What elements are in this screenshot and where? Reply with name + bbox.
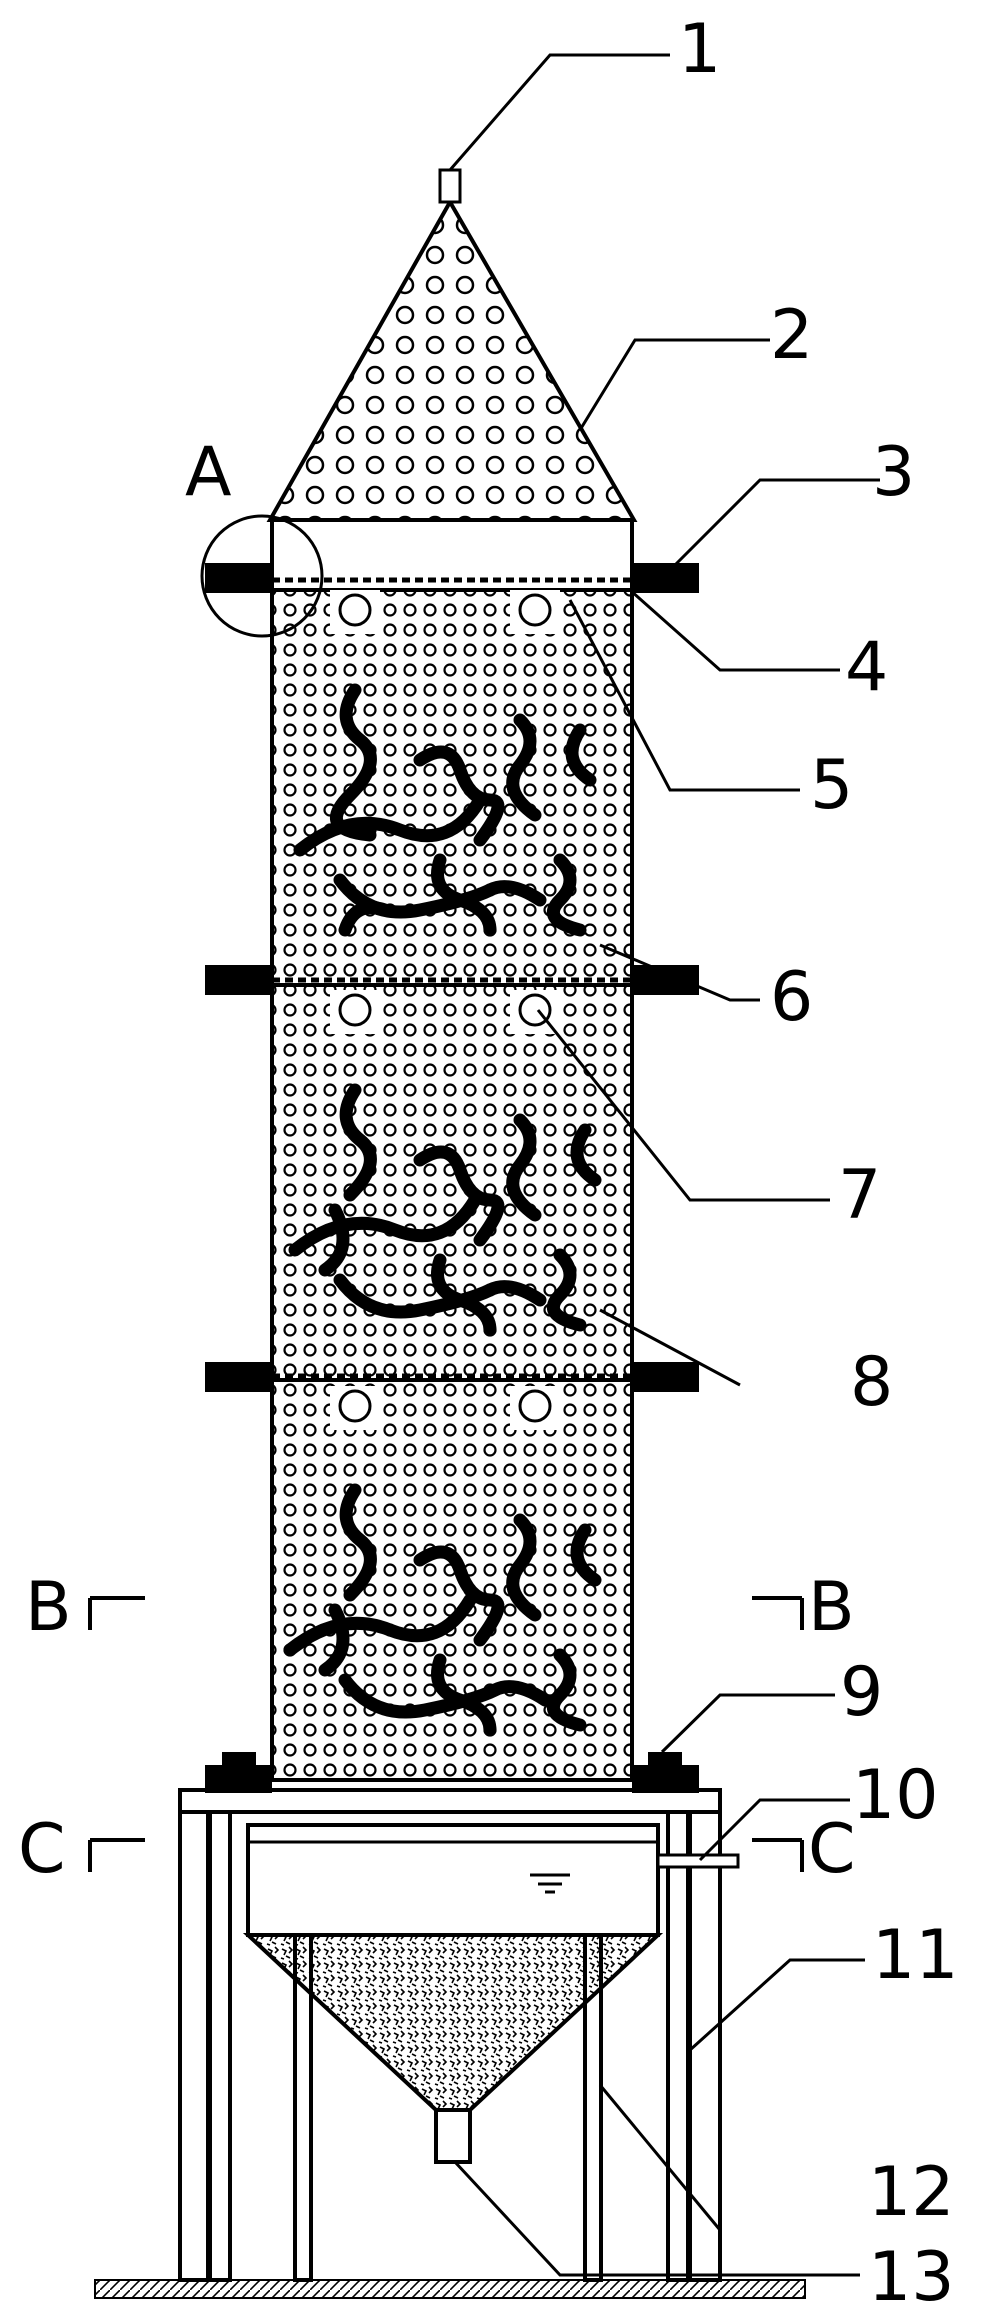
earthworms: [283, 683, 602, 1737]
tier-1: [270, 588, 634, 987]
worms-tier-1: [293, 683, 597, 937]
flanges: [205, 563, 699, 1392]
label-6: 6: [770, 958, 813, 1037]
worms-tier-2: [288, 1083, 602, 1337]
collection-tank: [242, 1823, 740, 2164]
leader-lines: [448, 53, 880, 2277]
conical-top: [266, 197, 638, 522]
worms-tier-3: [283, 1483, 602, 1737]
detail-circle-a: [200, 514, 324, 638]
label-12: 12: [868, 2153, 955, 2232]
label-7: 7: [838, 1156, 881, 1235]
base-bolts: [205, 1752, 699, 1793]
label-section-c-right: C: [808, 1810, 855, 1889]
label-8: 8: [850, 1343, 893, 1422]
label-4: 4: [845, 628, 888, 707]
support-frame: [178, 1788, 722, 2282]
label-detail-a: A: [185, 433, 232, 512]
ground: [94, 2279, 806, 2299]
label-3: 3: [872, 433, 915, 512]
callout-labels: 1 2 3 4 5 6 7 8 9 10 11 12 13 A B B C C: [18, 10, 959, 2313]
label-13: 13: [868, 2238, 955, 2313]
label-section-b-right: B: [808, 1568, 855, 1647]
label-section-b-left: B: [25, 1568, 72, 1647]
perforated-plates: [272, 577, 632, 1379]
label-1: 1: [678, 10, 721, 89]
spray-holes: [330, 590, 560, 1430]
section-markers: [88, 1596, 804, 1872]
label-10: 10: [852, 1756, 939, 1835]
drain-pipe: [434, 2108, 472, 2164]
label-2: 2: [770, 296, 813, 375]
label-section-c-left: C: [18, 1810, 65, 1889]
label-5: 5: [810, 746, 853, 825]
label-11: 11: [872, 1916, 959, 1995]
tier-3: [270, 1378, 634, 1782]
label-9: 9: [840, 1653, 883, 1732]
top-vent-pipe: [438, 168, 462, 204]
